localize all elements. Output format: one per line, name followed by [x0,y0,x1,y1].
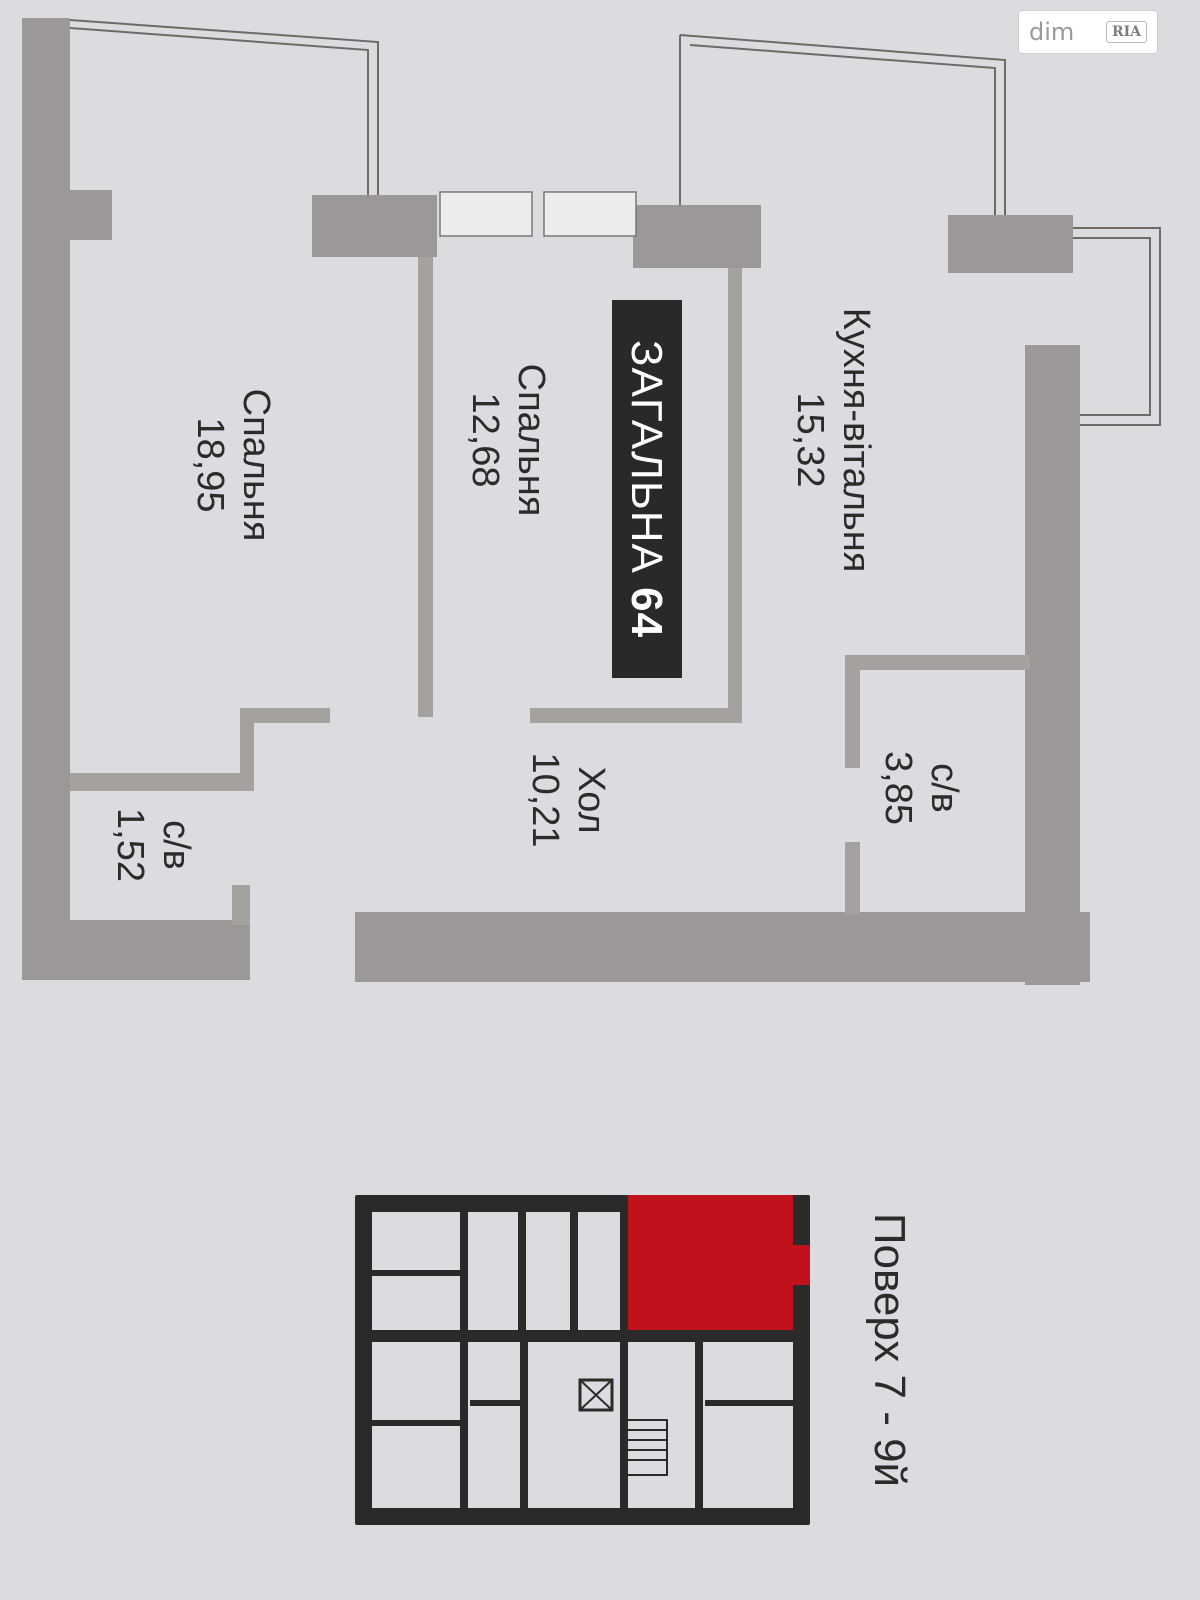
room-area: 10,21 [524,752,566,847]
partition-wc-big-vert [845,655,860,768]
total-value: 64 [622,587,671,638]
key-plan-divider-1 [460,1212,468,1508]
key-plan-divider-7 [372,1420,462,1426]
room-kitchen-living: Кухня-вітальня 15,32 [789,308,877,573]
highlighted-balcony [780,1245,810,1285]
key-plan-divider-9 [470,1400,520,1406]
total-label: ЗАГАЛЬНА [622,340,671,574]
lift-icon [578,1378,614,1412]
room-area: 1,52 [109,808,151,882]
balcony-frame-right [679,34,1006,215]
room-bathroom-small: с/в 1,52 [109,808,197,882]
key-plan-corridor-wall [355,1330,810,1342]
room-name: с/в [155,820,197,870]
room-name: Хол [570,766,612,833]
floor-label-group: Поверх 7 - 9й [865,1213,914,1487]
pier-2 [633,205,761,268]
floor-key-plan [355,1195,810,1525]
wall-pier [70,190,112,240]
key-plan-divider-10 [705,1400,793,1406]
room-area: 3,85 [877,751,919,825]
watermark-brand: dim [1029,18,1075,46]
key-plan-divider-4 [620,1212,628,1508]
dim-ria-watermark: dim RIA [1018,10,1158,54]
partition-wc-small [70,773,254,791]
stairs-icon [624,1419,668,1476]
highlighted-apartment [628,1195,793,1337]
room-labels: Спальня 18,95 Спальня 12,68 Кухня-віталь… [109,308,965,882]
partition-wc-big-top [845,655,1030,670]
window-center-right [543,191,637,237]
outer-wall-bottom-left [22,920,250,980]
room-area: 18,95 [189,417,231,512]
total-area-badge: ЗАГАЛЬНА 64 [612,300,682,678]
balcony-frame-right-inner [689,44,996,215]
key-plan-divider-2 [518,1212,526,1332]
floor-label: Поверх 7 - 9й [865,1213,914,1487]
room-bedroom-1: Спальня 18,95 [189,389,277,542]
window-center-left [439,191,533,237]
partition-wc-big-jamb [845,842,860,914]
balcony-frame-left [69,19,379,195]
key-plan-divider-5 [695,1340,703,1508]
partition-left-vert [240,708,254,783]
apartment-plan [22,18,1161,985]
key-plan-divider-6 [520,1340,528,1508]
room-bathroom-big: с/в 3,85 [877,751,965,825]
room-name: Спальня [235,389,277,542]
partition-left-top [240,708,330,723]
badge-background [612,300,682,678]
partition-wc-small-jamb [232,885,250,925]
balcony-frame-left-inner [69,27,369,195]
room-name: Кухня-вітальня [835,308,877,573]
balcony-frame-side-inner [1073,237,1151,416]
outer-wall-bottom [355,912,1090,982]
room-area: 12,68 [464,392,506,487]
outer-wall-left [22,18,70,980]
room-name: с/в [923,763,965,813]
partition-hall-top [530,708,742,723]
balcony-frame-side [1073,227,1161,426]
pier-3 [948,215,1073,273]
partition-bedroom1 [418,257,433,717]
key-plan-divider-8 [372,1270,462,1276]
room-hall: Хол 10,21 [524,752,612,847]
partition-bedroom2 [728,268,742,723]
key-plan-divider-3 [570,1212,578,1332]
outer-wall-right [1025,345,1080,985]
room-area: 15,32 [789,392,831,487]
room-name: Спальня [510,364,552,517]
badge-text: ЗАГАЛЬНА 64 [622,340,671,638]
room-bedroom-2: Спальня 12,68 [464,364,552,517]
pier-1 [312,195,437,257]
ria-logo-icon: RIA [1105,21,1147,43]
